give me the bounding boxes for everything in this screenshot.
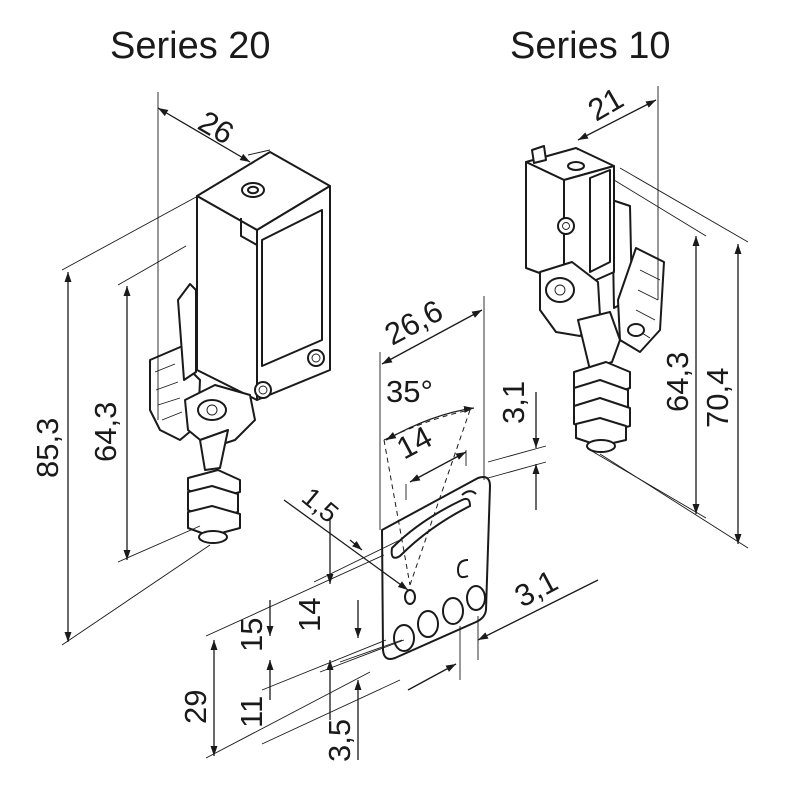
dim-bracket-width: 26,6 xyxy=(379,293,449,352)
dim-bracket-height-11: 11 xyxy=(234,696,269,728)
title-series-10: Series 10 xyxy=(510,25,671,67)
series-10-sensor xyxy=(525,145,665,453)
dim-bracket-angle: 35° xyxy=(386,374,433,409)
dim-series-10-width: 21 xyxy=(582,81,629,129)
bracket-plate xyxy=(381,409,491,660)
bracket-dimensions xyxy=(205,296,599,760)
dim-bracket-slot-length: 14 xyxy=(391,419,438,466)
dim-series-20-width: 26 xyxy=(193,104,240,152)
dim-series-20-inner-height: 64,3 xyxy=(88,402,123,462)
dim-bracket-hole-spacing: 14 xyxy=(292,598,327,632)
series-20-sensor xyxy=(149,151,331,544)
series-20-dimensions xyxy=(61,92,271,646)
dim-series-10-overall-height: 70,4 xyxy=(700,368,735,428)
dim-bracket-hole-diameter: 1,5 xyxy=(296,482,344,529)
dim-bracket-top-offset: 3,1 xyxy=(496,381,531,424)
title-series-20: Series 20 xyxy=(110,25,271,67)
dim-bracket-height-15: 15 xyxy=(234,618,269,652)
dim-series-10-inner-height: 64,3 xyxy=(660,352,695,412)
dim-bracket-side-offset: 3,1 xyxy=(509,563,563,614)
dim-bracket-height-29: 29 xyxy=(178,690,213,724)
series-10-dimensions xyxy=(575,86,749,549)
dim-series-20-overall-height: 85,3 xyxy=(30,418,65,478)
dim-bracket-height-3-5: 3,5 xyxy=(322,719,357,762)
